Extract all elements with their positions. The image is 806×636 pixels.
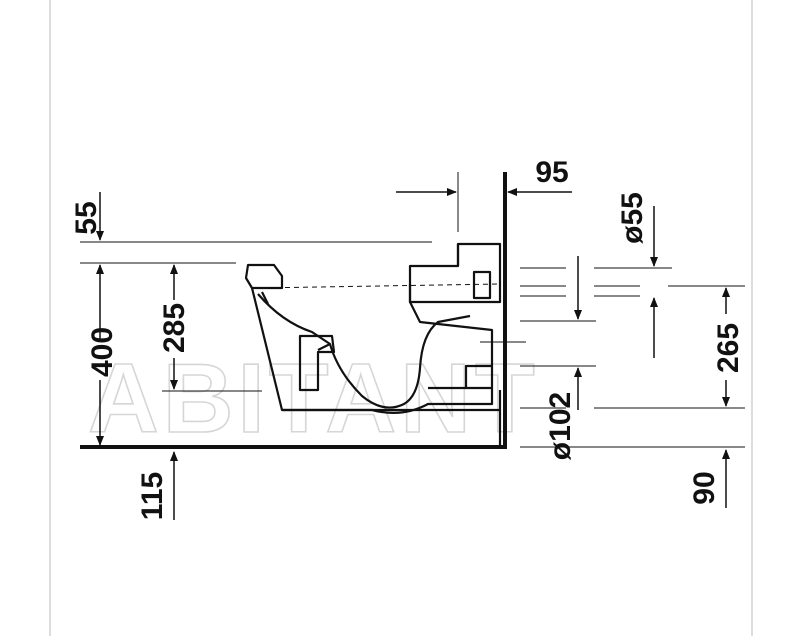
dim-400: 400: [86, 327, 119, 377]
right-ref-lines: [480, 267, 745, 448]
dim-95: 95: [535, 156, 568, 189]
dim-dia102: ø102: [544, 392, 577, 460]
dim-90: 90: [688, 471, 721, 504]
dim-55: 55: [70, 201, 103, 234]
watermark: ABITANT: [88, 343, 539, 453]
dim-265: 265: [712, 323, 745, 373]
dim-285: 285: [158, 303, 191, 353]
seat-dashed-line: [257, 283, 501, 289]
dim-115: 115: [136, 472, 169, 520]
dim-dia55: ø55: [616, 192, 649, 244]
toilet-bowl: [244, 242, 502, 447]
